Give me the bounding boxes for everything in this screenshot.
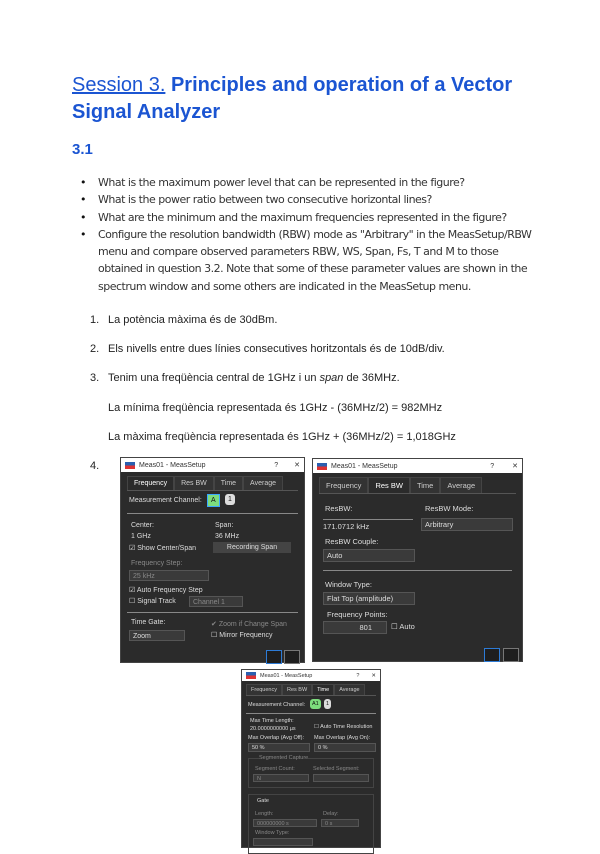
window-type-select[interactable]: Flat Top (amplitude) <box>323 592 415 605</box>
zoom-change-span-checkbox[interactable]: ✔ Zoom if Change Span <box>211 621 287 628</box>
freq-step-input[interactable]: 25 kHz <box>129 570 209 581</box>
length-label: Length: <box>255 811 274 817</box>
channel-a-button[interactable]: A1 <box>310 699 321 709</box>
gate-group: Gate Length: Delay: 000000000 s 0 s Wind… <box>248 794 374 854</box>
question: What is the maximum power level that can… <box>80 174 540 192</box>
answer-1: 1.La potència màxima és de 30dBm. <box>90 314 278 326</box>
mirror-frequency-checkbox[interactable]: ☐ Mirror Frequency <box>211 632 273 639</box>
overlap-avg-on-input[interactable]: 0 % <box>314 743 376 752</box>
tab-frequency[interactable]: Frequency <box>246 684 282 695</box>
resbw-mode-select[interactable]: Arbitrary <box>421 518 513 531</box>
recording-span-button[interactable]: Recording Span <box>213 542 291 553</box>
question: What is the power ratio between two cons… <box>80 191 540 209</box>
answer-4: 4. <box>90 460 100 472</box>
channel-label: Measurement Channel: <box>129 497 202 504</box>
title-text: Principles and operation of a Vector Sig… <box>72 74 513 123</box>
resbw-couple-select[interactable]: Auto <box>323 549 415 562</box>
length-input[interactable]: 000000000 s <box>253 819 317 827</box>
resbw-input[interactable]: 171.0712 kHz <box>323 519 413 531</box>
tab-average[interactable]: Average <box>334 684 365 695</box>
channel-select[interactable]: Channel 1 <box>189 596 243 607</box>
answer-3-min: La mínima freqüència representada és 1GH… <box>108 402 443 414</box>
question: What are the minimum and the maximum fre… <box>80 209 540 227</box>
folder-icon[interactable] <box>266 650 282 664</box>
session-label: Session 3. <box>72 74 166 96</box>
tab-time[interactable]: Time <box>213 476 244 490</box>
selected-segment-input[interactable] <box>313 774 369 782</box>
question: Configure the resolution bandwidth (RBW)… <box>80 226 540 295</box>
help-button[interactable]: ? <box>274 461 279 469</box>
delay-input[interactable]: 0 s <box>321 819 359 827</box>
segment-count-input[interactable]: N <box>253 774 309 782</box>
segment-count-label: Segment Count: <box>255 766 295 772</box>
max-time-label: Max Time Length: <box>250 718 294 724</box>
overlap-avg-on-label: Max Overlap (Avg On): <box>314 735 371 741</box>
span-label: Span: <box>215 522 234 529</box>
section-heading: 3.1 <box>72 141 93 158</box>
tab-time[interactable]: Time <box>312 684 335 695</box>
tab-resbw[interactable]: Res BW <box>368 477 410 493</box>
channel-1-button[interactable]: 1 <box>324 699 332 709</box>
window-type-label: Window Type: <box>255 830 290 836</box>
tab-time[interactable]: Time <box>409 477 441 493</box>
tab-resbw[interactable]: Res BW <box>282 684 313 695</box>
answer-3: 3.Tenim una freqüència central de 1GHz i… <box>90 372 400 384</box>
close-button[interactable]: ✕ <box>371 672 376 679</box>
tab-frequency[interactable]: Frequency <box>127 476 175 490</box>
question-list: What is the maximum power level that can… <box>80 174 540 295</box>
freq-points-select[interactable]: 801 <box>323 621 387 634</box>
channel-1-button[interactable]: 1 <box>225 494 235 505</box>
center-label: Center: <box>131 522 154 529</box>
overlap-avg-off-label: Max Overlap (Avg Off): <box>248 735 305 741</box>
resbw-couple-label: ResBW Couple: <box>325 537 379 546</box>
resbw-label: ResBW: <box>325 504 353 513</box>
selected-segment-label: Selected Segment: <box>313 766 360 772</box>
freq-step-label: Frequency Step: <box>131 560 183 567</box>
help-button[interactable]: ? <box>356 672 360 679</box>
auto-checkbox[interactable]: ☐ Auto <box>391 622 415 631</box>
tab-frequency[interactable]: Frequency <box>319 477 369 493</box>
auto-freq-step-checkbox[interactable]: ☑ Auto Frequency Step <box>129 587 203 594</box>
undock-icon[interactable] <box>503 648 519 662</box>
help-button[interactable]: ? <box>490 462 495 470</box>
delay-label: Delay: <box>323 811 339 817</box>
auto-time-resolution-checkbox[interactable]: ☐ Auto Time Resolution <box>314 724 373 730</box>
freq-points-label: Frequency Points: <box>327 610 388 619</box>
window-type-select[interactable] <box>253 838 313 846</box>
app-icon <box>125 461 135 469</box>
span-input[interactable]: 36 MHz <box>215 533 240 540</box>
signal-track-checkbox[interactable]: ☐ Signal Track <box>129 598 176 605</box>
time-gate-label: Time Gate: <box>131 619 166 626</box>
tab-average[interactable]: Average <box>440 477 483 493</box>
app-icon <box>246 672 256 679</box>
window-type-label: Window Type: <box>325 580 372 589</box>
answer-3-max: La màxima freqüència representada és 1GH… <box>108 431 456 443</box>
close-button[interactable]: ✕ <box>294 462 300 469</box>
resbw-mode-label: ResBW Mode: <box>425 504 474 513</box>
app-icon <box>317 462 327 470</box>
page-title: Session 3. Principles and operation of a… <box>72 72 542 126</box>
max-time-input[interactable]: 20.0000000000 µs <box>250 726 296 732</box>
channel-a-button[interactable]: A <box>207 494 220 507</box>
tab-average[interactable]: Average <box>243 476 283 490</box>
overlap-avg-off-input[interactable]: 50 % <box>248 743 310 752</box>
answer-2: 2.Els nivells entre dues línies consecut… <box>90 343 445 355</box>
undock-icon[interactable] <box>284 650 300 664</box>
close-button[interactable]: ✕ <box>512 463 518 470</box>
tab-resbw[interactable]: Res BW <box>174 476 214 490</box>
channel-label: Measurement Channel: <box>248 702 306 708</box>
folder-icon[interactable] <box>484 648 500 662</box>
center-input[interactable]: 1 GHz <box>131 533 151 540</box>
time-gate-select[interactable]: Zoom <box>129 630 185 641</box>
show-center-span-checkbox[interactable]: ☑ Show Center/Span <box>129 545 196 552</box>
segmented-capture-group: Segmented Capture Segment Count: Selecte… <box>248 755 374 788</box>
